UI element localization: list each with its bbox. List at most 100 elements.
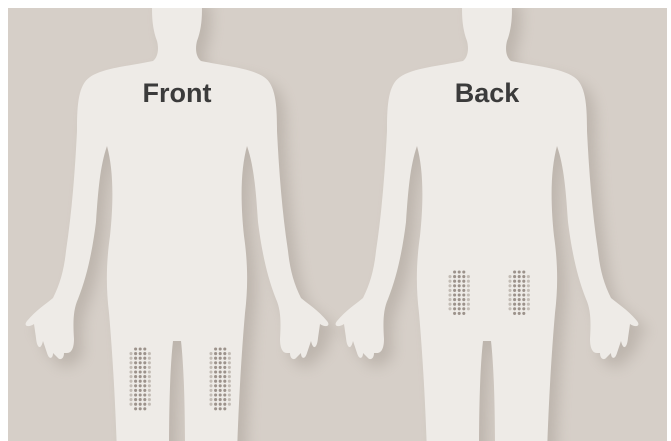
injection-dot: [134, 393, 137, 396]
injection-dot: [467, 284, 470, 287]
injection-dot: [134, 398, 137, 401]
injection-dot: [148, 393, 151, 396]
injection-dot: [518, 284, 521, 287]
injection-dot: [453, 298, 456, 301]
injection-dot: [518, 293, 521, 296]
injection-dot: [228, 403, 231, 406]
injection-dot: [214, 393, 217, 396]
injection-dot: [129, 393, 132, 396]
injection-dot: [148, 370, 151, 373]
injection-dot: [214, 403, 217, 406]
injection-dot: [134, 366, 137, 369]
injection-dot: [458, 312, 461, 315]
injection-dot: [139, 384, 142, 387]
injection-dot: [139, 361, 142, 364]
injection-dot: [143, 398, 146, 401]
injection-dot: [139, 375, 142, 378]
injection-dot: [134, 389, 137, 392]
body-diagram: Front Back: [8, 8, 667, 441]
back-view-label: Back: [455, 78, 521, 108]
injection-dot: [467, 303, 470, 306]
injection-dot: [129, 380, 132, 383]
injection-dot: [527, 307, 530, 310]
injection-dot: [143, 384, 146, 387]
injection-dot: [228, 380, 231, 383]
injection-dot: [527, 293, 530, 296]
injection-dot: [513, 270, 516, 273]
injection-dot: [139, 403, 142, 406]
injection-dot: [139, 370, 142, 373]
injection-dot: [228, 393, 231, 396]
injection-dot: [223, 366, 226, 369]
injection-dot: [448, 280, 451, 283]
injection-dot: [522, 307, 525, 310]
injection-dot: [223, 370, 226, 373]
injection-dot: [209, 361, 212, 364]
injection-dot: [458, 284, 461, 287]
injection-dot: [223, 384, 226, 387]
injection-dot: [134, 357, 137, 360]
injection-dot: [143, 393, 146, 396]
injection-dot: [458, 307, 461, 310]
injection-dot: [219, 370, 222, 373]
injection-dot: [139, 352, 142, 355]
injection-dot: [453, 293, 456, 296]
injection-dot: [223, 347, 226, 350]
injection-dot: [458, 280, 461, 283]
injection-dot: [129, 370, 132, 373]
injection-dot: [453, 312, 456, 315]
front-view-label: Front: [143, 78, 212, 108]
injection-dot: [467, 275, 470, 278]
injection-dot: [527, 275, 530, 278]
injection-dot: [522, 275, 525, 278]
injection-dot: [134, 347, 137, 350]
injection-dot: [214, 407, 217, 410]
injection-dot: [453, 284, 456, 287]
injection-dot: [143, 403, 146, 406]
injection-dot: [148, 375, 151, 378]
injection-dot: [219, 366, 222, 369]
injection-dot: [467, 293, 470, 296]
injection-dot: [522, 270, 525, 273]
injection-dot: [513, 312, 516, 315]
injection-dot: [462, 312, 465, 315]
injection-dot: [134, 375, 137, 378]
injection-dot: [513, 307, 516, 310]
injection-dot: [448, 298, 451, 301]
injection-dot: [522, 312, 525, 315]
injection-dot: [448, 307, 451, 310]
injection-dot: [148, 361, 151, 364]
injection-dot: [228, 398, 231, 401]
injection-dot: [214, 389, 217, 392]
injection-dot: [513, 289, 516, 292]
injection-dot: [209, 389, 212, 392]
injection-dot: [148, 398, 151, 401]
injection-dot: [453, 303, 456, 306]
injection-dot: [129, 366, 132, 369]
injection-dot: [513, 303, 516, 306]
injection-dot: [209, 398, 212, 401]
injection-dot: [223, 398, 226, 401]
injection-dot: [527, 280, 530, 283]
injection-dot: [518, 307, 521, 310]
injection-dot: [228, 370, 231, 373]
injection-dot: [228, 357, 231, 360]
injection-dot: [219, 380, 222, 383]
injection-dot: [214, 398, 217, 401]
injection-dot: [143, 357, 146, 360]
injection-dot: [453, 270, 456, 273]
injection-dot: [223, 407, 226, 410]
injection-dot: [219, 393, 222, 396]
injection-dot: [148, 357, 151, 360]
injection-dot: [214, 357, 217, 360]
injection-dot: [513, 293, 516, 296]
injection-dot: [513, 275, 516, 278]
injection-dot: [134, 380, 137, 383]
injection-dot: [134, 384, 137, 387]
injection-dot: [462, 289, 465, 292]
injection-dot: [129, 403, 132, 406]
injection-dot: [139, 407, 142, 410]
injection-dot: [143, 407, 146, 410]
injection-dot: [458, 293, 461, 296]
injection-dot: [129, 375, 132, 378]
